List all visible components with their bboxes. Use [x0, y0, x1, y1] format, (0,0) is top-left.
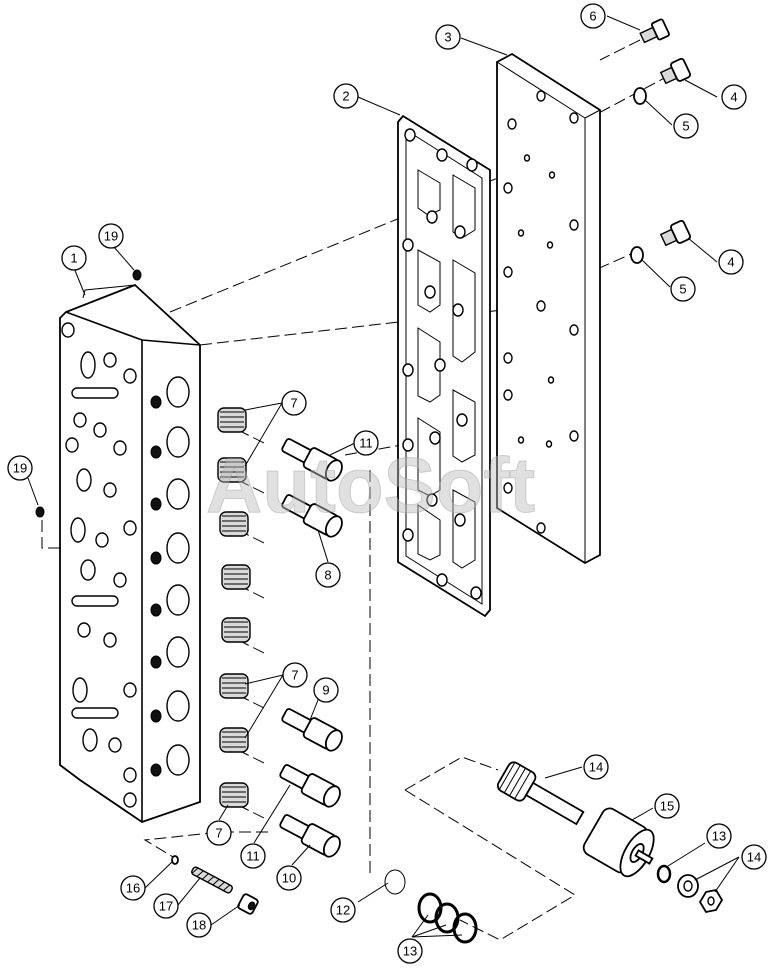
- gasket: [397, 114, 491, 618]
- svg-text:15: 15: [660, 799, 674, 814]
- svg-text:13: 13: [403, 944, 417, 959]
- callout-7c: 7: [206, 820, 232, 846]
- callout-7a: 7: [281, 390, 307, 416]
- callout-4a: 4: [721, 84, 747, 110]
- svg-text:2: 2: [342, 89, 349, 104]
- watermark: AutoSoft: [206, 441, 535, 529]
- callout-10: 10: [276, 865, 302, 891]
- svg-text:10: 10: [282, 871, 296, 886]
- svg-text:11: 11: [246, 849, 260, 864]
- plugs-19: [35, 269, 142, 518]
- top-plugs: [630, 18, 692, 264]
- callout-18: 18: [186, 912, 212, 938]
- svg-text:13: 13: [712, 829, 726, 844]
- callout-1: 1: [61, 245, 87, 271]
- svg-text:9: 9: [322, 683, 329, 698]
- svg-text:14: 14: [589, 760, 603, 775]
- callout-4b: 4: [718, 249, 744, 275]
- svg-text:16: 16: [126, 881, 140, 896]
- svg-text:8: 8: [324, 568, 331, 583]
- callout-5b: 5: [670, 276, 696, 302]
- svg-text:3: 3: [444, 30, 451, 45]
- svg-text:17: 17: [159, 899, 173, 914]
- valve-body: [59, 283, 201, 823]
- svg-text:7: 7: [291, 668, 298, 683]
- callout-17: 17: [153, 893, 179, 919]
- callout-12: 12: [330, 897, 356, 923]
- callout-3: 3: [435, 24, 461, 50]
- screw-assembly: [171, 855, 259, 915]
- body-front-holes: [61, 322, 137, 808]
- svg-text:19: 19: [13, 461, 27, 476]
- callout-13b: 13: [397, 938, 423, 964]
- leader-lines: [27, 15, 740, 938]
- svg-text:5: 5: [682, 119, 689, 134]
- callout-7b: 7: [282, 662, 308, 688]
- svg-text:5: 5: [679, 282, 686, 297]
- svg-text:7: 7: [290, 396, 297, 411]
- seal-rings: [384, 869, 478, 944]
- separator-plate: [496, 52, 601, 565]
- callout-2: 2: [333, 83, 359, 109]
- callout-19b: 19: [7, 455, 33, 481]
- springs: [217, 407, 251, 808]
- callout-13a: 13: [706, 823, 732, 849]
- callout-14a: 14: [583, 754, 609, 780]
- svg-text:12: 12: [336, 903, 350, 918]
- callout-11a: 11: [353, 430, 379, 456]
- svg-text:7: 7: [215, 826, 222, 841]
- callout-8: 8: [315, 562, 341, 588]
- svg-text:1: 1: [70, 251, 77, 266]
- svg-text:14: 14: [747, 850, 761, 865]
- svg-text:18: 18: [192, 918, 206, 933]
- body-bores: [150, 376, 190, 777]
- svg-text:4: 4: [730, 90, 737, 105]
- svg-text:6: 6: [589, 9, 596, 24]
- actuator-assembly: [496, 761, 724, 914]
- callout-6: 6: [580, 3, 606, 29]
- svg-text:4: 4: [727, 255, 734, 270]
- callout-11b: 11: [240, 843, 266, 869]
- callout-5a: 5: [673, 113, 699, 139]
- svg-text:19: 19: [104, 229, 118, 244]
- callout-14b: 14: [741, 844, 767, 870]
- callout-19a: 19: [98, 223, 124, 249]
- callout-16: 16: [120, 875, 146, 901]
- valves: [279, 438, 343, 858]
- callout-15: 15: [654, 793, 680, 819]
- svg-text:11: 11: [359, 436, 373, 451]
- callout-9: 9: [313, 677, 339, 703]
